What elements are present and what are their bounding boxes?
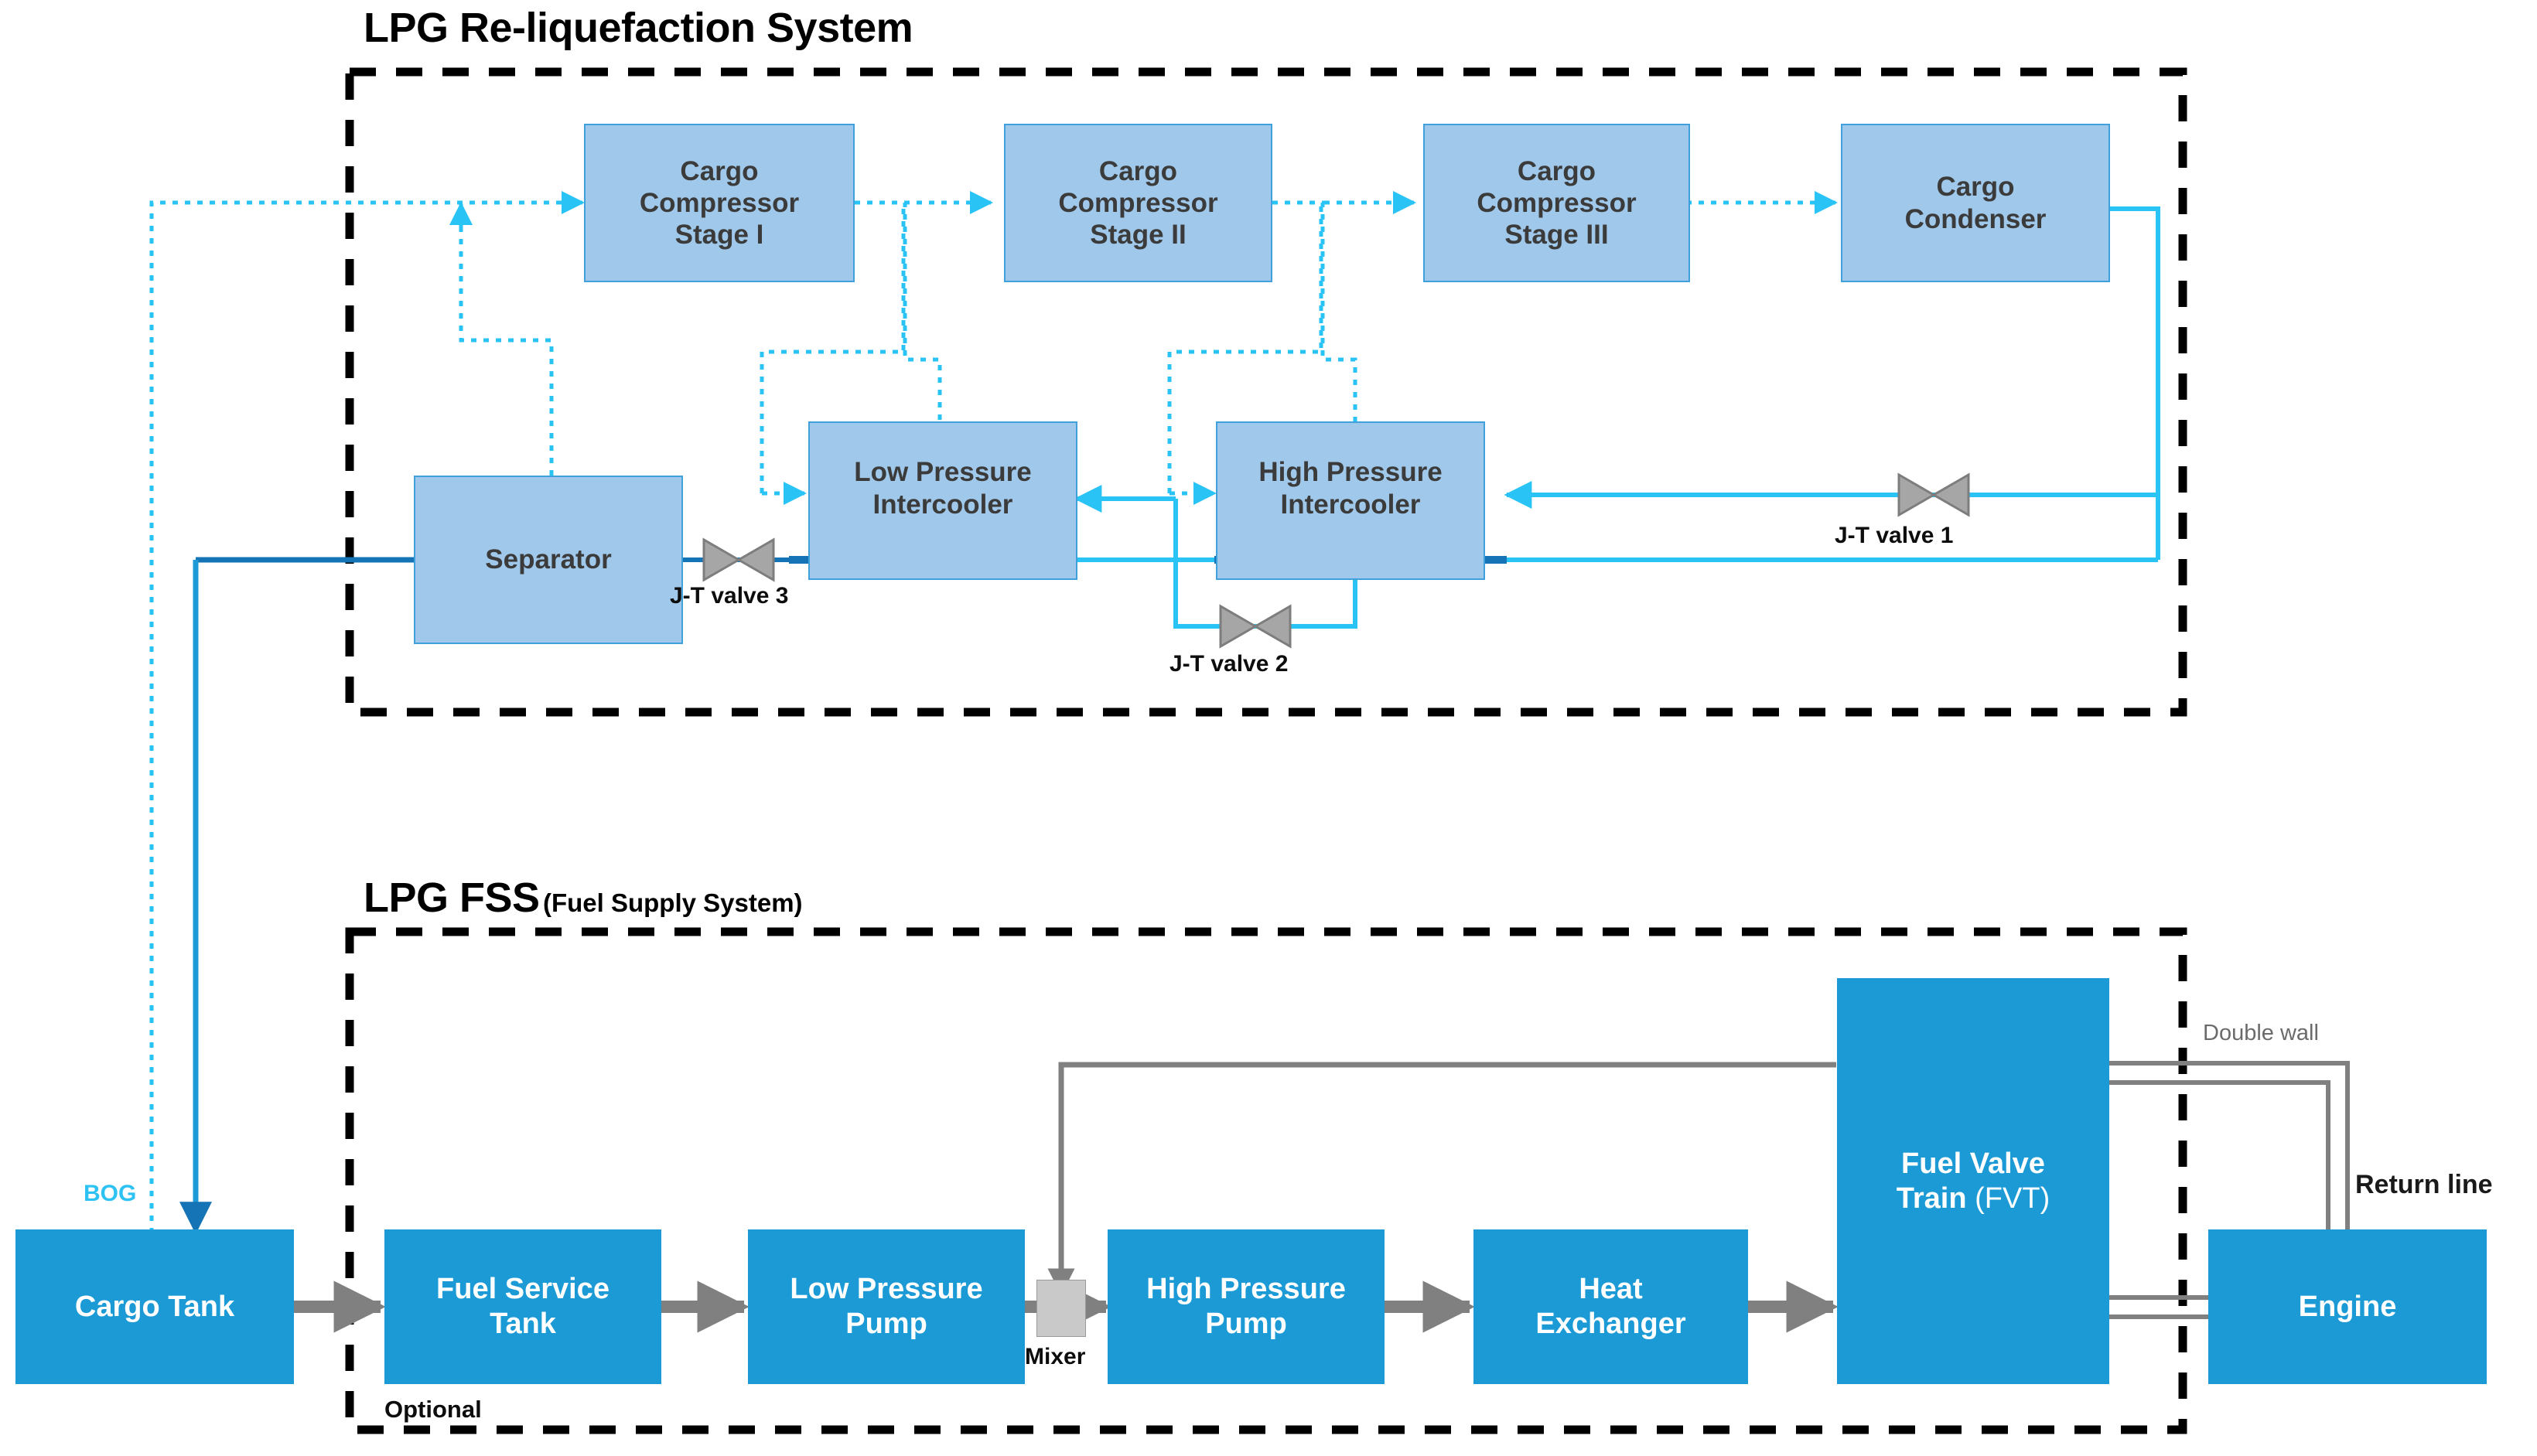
box-engine[interactable]: Engine — [2208, 1229, 2487, 1384]
condenser-liquid-out — [2108, 206, 2160, 560]
hp-intercooler-to-stage3 — [1167, 200, 1412, 493]
mixer-label: Mixer — [1025, 1344, 1086, 1369]
fuel-service-tank-label: Fuel Service Tank — [436, 1273, 609, 1340]
jt-valve-1-icon — [1897, 472, 1970, 517]
jt-valve-2-label: J-T valve 2 — [1169, 651, 1289, 677]
cargo-condenser-label: Cargo Condenser — [1904, 172, 2047, 234]
heat-exchanger-label: Heat Exchanger — [1535, 1273, 1686, 1340]
jt-valve-3-icon — [702, 537, 775, 582]
fss-subtitle-text: (Fuel Supply System) — [542, 888, 803, 917]
box-low-pressure-intercooler[interactable]: Low Pressure Intercooler — [808, 421, 1077, 580]
box-cargo-compressor-stage-3[interactable]: Cargo Compressor Stage III — [1423, 124, 1690, 282]
fuel-valve-train-abbrev: (FVT) — [1975, 1182, 2050, 1215]
jt-valve-3-label: J-T valve 3 — [670, 583, 789, 609]
stage1-to-lp-intercooler — [855, 200, 942, 421]
box-fuel-service-tank[interactable]: Fuel Service Tank — [384, 1229, 661, 1384]
reliq-title-text: LPG Re-liquefaction System — [364, 5, 913, 51]
low-pressure-pump-label: Low Pressure Pump — [790, 1273, 983, 1340]
cargo-compressor-stage-3-label: Cargo Compressor Stage III — [1477, 155, 1637, 251]
box-separator[interactable]: Separator — [414, 476, 683, 644]
high-pressure-intercooler-label: High Pressure Intercooler — [1258, 457, 1443, 520]
engine-label: Engine — [2298, 1290, 2397, 1323]
double-wall-label: Double wall — [2203, 1021, 2319, 1045]
lp-intercooler-to-stage2 — [760, 200, 989, 493]
high-pressure-pump-label: High Pressure Pump — [1146, 1273, 1346, 1340]
box-high-pressure-pump[interactable]: High Pressure Pump — [1108, 1229, 1385, 1384]
separator-label: Separator — [485, 544, 612, 575]
mixer-icon[interactable] — [1036, 1280, 1086, 1337]
section-title-reliquefaction: LPG Re-liquefaction System — [364, 4, 913, 52]
box-fuel-valve-train[interactable]: Fuel Valve Train (FVT) — [1837, 978, 2109, 1384]
fss-enclosure — [345, 927, 2187, 1434]
cargo-compressor-stage-2-label: Cargo Compressor Stage II — [1058, 155, 1218, 251]
reliq-enclosure — [345, 67, 2187, 717]
box-low-pressure-pump[interactable]: Low Pressure Pump — [748, 1229, 1025, 1384]
fss-title-text: LPG FSS — [364, 875, 540, 921]
separator-vapor-line — [459, 224, 554, 513]
box-cargo-compressor-stage-1[interactable]: Cargo Compressor Stage I — [584, 124, 855, 282]
recirculation-line — [1058, 1062, 1836, 1280]
jt-valve-2-icon — [1219, 604, 1292, 649]
bog-label: BOG — [84, 1181, 137, 1206]
stage2-to-hp-intercooler — [1272, 200, 1357, 421]
box-high-pressure-intercooler[interactable]: High Pressure Intercooler — [1216, 421, 1485, 580]
fuel-valve-train-label: Fuel Valve Train — [1896, 1147, 2045, 1215]
cargo-tank-label: Cargo Tank — [74, 1290, 235, 1323]
optional-label: Optional — [384, 1396, 482, 1423]
box-heat-exchanger[interactable]: Heat Exchanger — [1473, 1229, 1748, 1384]
box-cargo-tank[interactable]: Cargo Tank — [15, 1229, 294, 1384]
jt-valve-1-label: J-T valve 1 — [1835, 523, 1954, 548]
bog-vapor-line — [149, 200, 580, 1233]
box-cargo-compressor-stage-2[interactable]: Cargo Compressor Stage II — [1004, 124, 1272, 282]
section-title-fss: LPG FSS (Fuel Supply System) — [364, 874, 803, 922]
cargo-compressor-stage-1-label: Cargo Compressor Stage I — [639, 155, 800, 251]
low-pressure-intercooler-label: Low Pressure Intercooler — [854, 457, 1032, 520]
fuel-valve-train-label-wrap: Fuel Valve Train (FVT) — [1897, 1147, 2050, 1216]
return-line-label: Return line — [2355, 1170, 2493, 1199]
double-wall-outer-pipe — [2109, 1061, 2350, 1307]
box-cargo-condenser[interactable]: Cargo Condenser — [1841, 124, 2110, 282]
